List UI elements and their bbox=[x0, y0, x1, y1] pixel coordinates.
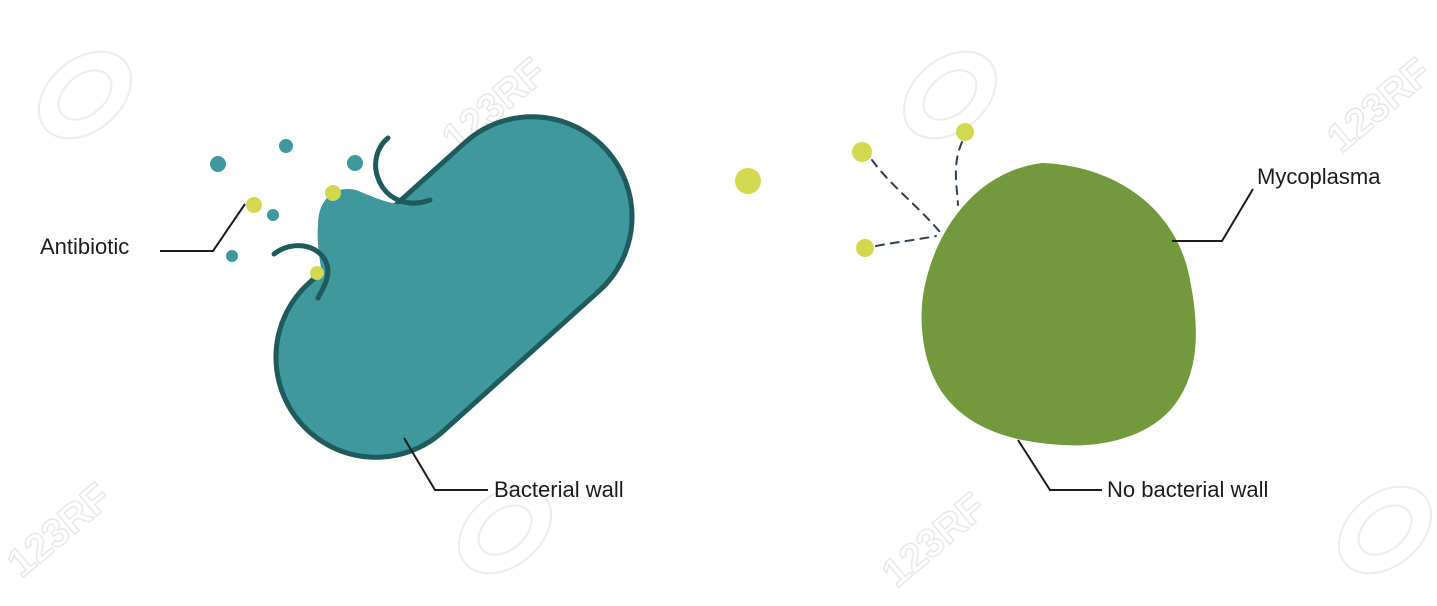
antibiotic-molecule bbox=[246, 197, 262, 213]
antibiotic-leader-line bbox=[160, 204, 245, 251]
antibiotic-molecule bbox=[852, 142, 872, 162]
no-bacterial-wall-leader-line bbox=[1018, 440, 1102, 490]
bacterium-group bbox=[210, 76, 673, 499]
cell-debris-particle bbox=[267, 209, 279, 221]
antibiotic-molecule bbox=[856, 239, 874, 257]
watermark-logo-icon bbox=[22, 34, 148, 156]
watermark-text: 123RF bbox=[0, 475, 119, 586]
antibiotic-molecule bbox=[325, 185, 341, 201]
watermark-logo: 123RF bbox=[874, 485, 994, 596]
mycoplasma-cell bbox=[922, 163, 1196, 445]
cell-debris-particle bbox=[279, 139, 293, 153]
watermark-logo: 123RF bbox=[0, 475, 119, 586]
antibiotic-path bbox=[876, 236, 936, 246]
antibiotic-molecule bbox=[956, 123, 974, 141]
antibiotic-path bbox=[956, 142, 962, 205]
antibiotic-path bbox=[872, 160, 940, 232]
watermark-layer: 123RF 123RF 123RF 123RF bbox=[0, 34, 1437, 596]
cell-debris-particle bbox=[226, 250, 238, 262]
watermark-text: 123RF bbox=[874, 485, 994, 596]
no-bacterial-wall-label: No bacterial wall bbox=[1107, 477, 1268, 502]
antibiotic-label: Antibiotic bbox=[40, 234, 129, 259]
watermark-logo-icon bbox=[887, 34, 1013, 156]
cell-debris-particle bbox=[210, 156, 226, 172]
watermark-text: 123RF bbox=[1319, 50, 1437, 161]
watermark-logo-icon bbox=[1322, 469, 1437, 591]
bacterial-wall-label: Bacterial wall bbox=[494, 477, 624, 502]
mycoplasma-label: Mycoplasma bbox=[1257, 164, 1381, 189]
cell-debris-particle bbox=[347, 155, 363, 171]
mycoplasma-group bbox=[735, 123, 1196, 445]
watermark-logo: 123RF bbox=[1319, 50, 1437, 161]
antibiotic-molecule bbox=[735, 168, 761, 194]
mycoplasma-leader-line bbox=[1172, 189, 1253, 241]
antibiotic-molecule bbox=[310, 266, 324, 280]
